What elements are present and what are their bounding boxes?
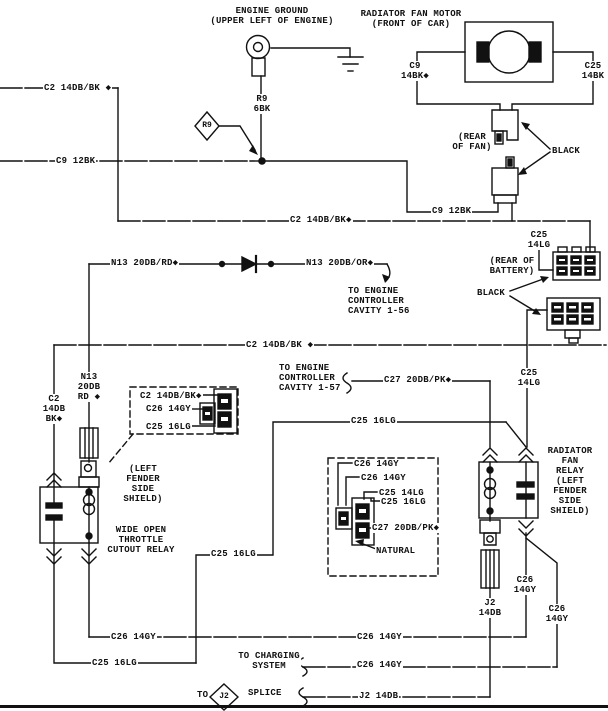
label-r9-6bk: R9 6BK: [252, 94, 272, 114]
fan-connector: [491, 109, 519, 204]
ring-terminal-icon: [245, 34, 271, 77]
fan-motor-symbol: [464, 21, 554, 83]
label-c2-vert: C2 14DB BK◆: [41, 394, 67, 424]
label-splice: SPLICE: [247, 688, 283, 698]
label-black-fan: BLACK: [551, 146, 582, 156]
label-fan-motor-title: RADIATOR FAN MOTOR (FRONT OF CAR): [359, 9, 463, 29]
reference-diamonds: [194, 110, 240, 711]
label-n13-or: N13 20DB/OR◆: [305, 258, 375, 268]
j2-diamond-label: J2: [219, 692, 229, 701]
label-to-charging: TO CHARGING SYSTEM: [237, 651, 301, 671]
label-c27: C27 20DB/PK◆: [383, 375, 453, 385]
label-box1-c26: C26 14GY: [145, 404, 192, 414]
wire-break-squiggles: [298, 372, 352, 707]
label-c25-14lg-b: C25 14LG: [516, 368, 542, 388]
label-rear-of-fan: (REAR OF FAN): [451, 132, 493, 152]
label-c25-16lg-c: C25 16LG: [91, 658, 138, 668]
r9-diamond-icon: [194, 110, 220, 142]
label-c9-14bk: C9 14BK◆: [399, 61, 431, 81]
label-fan-relay: RADIATOR FAN RELAY (LEFT FENDER SIDE SHI…: [546, 446, 594, 516]
label-c9-left: C9 12BK: [55, 156, 97, 166]
label-c26-bot-c: C26 14GY: [356, 660, 403, 670]
label-box1-c25: C25 16LG: [145, 422, 192, 432]
label-natural: NATURAL: [375, 546, 417, 556]
label-c26-bot-a: C26 14GY: [110, 632, 157, 642]
label-c9-mid: C9 12BK: [431, 206, 473, 216]
dashed-detail-boxes: [107, 386, 439, 577]
label-c25-14bk: C25 14BK: [580, 61, 606, 81]
label-black-battery: BLACK: [476, 288, 507, 298]
junction-dots: [218, 157, 275, 268]
label-engine-ground: ENGINE GROUND (UPPER LEFT OF ENGINE): [209, 6, 335, 26]
label-rear-of-battery: (REAR OF BATTERY): [488, 256, 536, 276]
chevron-arrows: [46, 447, 534, 565]
label-box2-c26-a: C26 14GY: [353, 459, 400, 469]
r9-diamond-label: R9: [202, 121, 212, 130]
label-box1-c2: C2 14DB/BK◆: [139, 391, 203, 401]
arrowheads: [249, 122, 549, 546]
shield-connector-2: [335, 497, 375, 546]
ground-icon: [337, 56, 364, 72]
label-to-j2: TO: [196, 690, 210, 700]
label-n13-rd: N13 20DB/RD◆: [110, 258, 180, 268]
label-box2-c25-14lg: C25 14LG: [378, 488, 425, 498]
label-c25-16lg-b: C25 16LG: [210, 549, 257, 559]
bottom-border: [0, 705, 608, 708]
fan-relay-symbol: [478, 461, 539, 589]
label-c26-bot-b: C26 14GY: [356, 632, 403, 642]
wot-relay-symbol: [39, 427, 100, 544]
battery-connector-upper: [552, 246, 601, 281]
label-c25-16lg-a: C25 16LG: [350, 416, 397, 426]
label-j2-vert: J2 14DB: [477, 598, 503, 618]
label-c26-vert-a: C26 14GY: [512, 575, 538, 595]
label-to-ec-1-57: TO ENGINE CONTROLLER CAVITY 1-57: [278, 363, 342, 393]
label-j2-bot: J2 14DB: [358, 691, 400, 701]
shield-connector-1: [199, 388, 238, 434]
label-c25-14lg-a: C25 14LG: [526, 230, 552, 250]
label-n13-vert: N13 20DB RD ◆: [76, 372, 102, 402]
label-box2-c26-b: C26 14GY: [360, 473, 407, 483]
label-to-ec-1-56: TO ENGINE CONTROLLER CAVITY 1-56: [347, 286, 411, 316]
diode-icon: [241, 254, 258, 274]
label-c2-low: C2 14DB/BK ◆: [245, 340, 315, 350]
label-box2-c27: C27 20DB/PK◆: [371, 523, 441, 533]
label-c26-vert-b: C26 14GY: [544, 604, 570, 624]
j2-diamond-icon: [208, 683, 240, 711]
label-c2-top: C2 14DB/BK ◆: [43, 83, 113, 93]
dashed-wires: [0, 87, 607, 698]
label-c2-mid: C2 14DB/BK◆: [289, 215, 353, 225]
label-left-fender: (LEFT FENDER SIDE SHIELD): [122, 464, 164, 504]
label-box2-c25-16lg: C25 16LG: [380, 497, 427, 507]
battery-connector-lower: [546, 297, 601, 344]
label-wot-relay: WIDE OPEN THROTTLE CUTOUT RELAY: [106, 525, 176, 555]
